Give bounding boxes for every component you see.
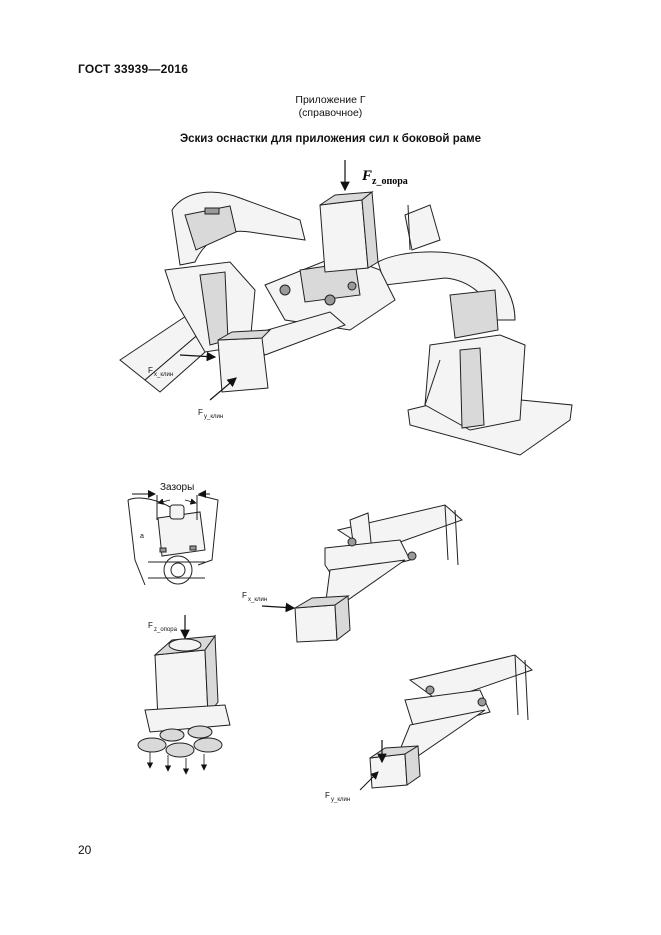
detail-y-drawing xyxy=(359,654,533,791)
detail-z-fz-symbol: F xyxy=(148,621,153,630)
detail-gaps-label: Зазоры xyxy=(160,482,194,493)
main-fy-symbol: F xyxy=(198,408,203,417)
document-header: ГОСТ 33939—2016 xyxy=(78,62,189,76)
annex-title-line1: Приложение Г xyxy=(295,94,366,106)
detail-z-fz-subscript: z_опора xyxy=(154,627,178,633)
detail-gaps-drawing xyxy=(127,490,219,586)
main-assembly-drawing xyxy=(119,160,573,456)
main-fx-subscript: x_клин xyxy=(154,372,173,378)
figure-caption: Эскиз оснастки для приложения сил к боко… xyxy=(179,133,482,145)
annex-title: Приложение Г (справочное) xyxy=(0,94,661,120)
detail-gaps-side-letter: a xyxy=(140,533,144,540)
main-fy-subscript: y_клин xyxy=(204,414,223,420)
detail-y-fy-subscript: y_клин xyxy=(331,797,350,803)
main-fx-symbol: F xyxy=(148,366,153,375)
detail-x-fx-subscript: x_клин xyxy=(248,597,267,603)
main-fz-symbol: F xyxy=(361,168,372,184)
detail-z-drawing xyxy=(137,615,231,775)
detail-x-fx-symbol: F xyxy=(242,591,247,600)
annex-title-line2: (справочное) xyxy=(298,107,363,119)
main-fz-subscript: z_опора xyxy=(372,176,408,187)
page-number: 20 xyxy=(78,843,92,857)
detail-x-drawing xyxy=(261,504,463,643)
detail-y-fy-symbol: F xyxy=(325,791,330,800)
